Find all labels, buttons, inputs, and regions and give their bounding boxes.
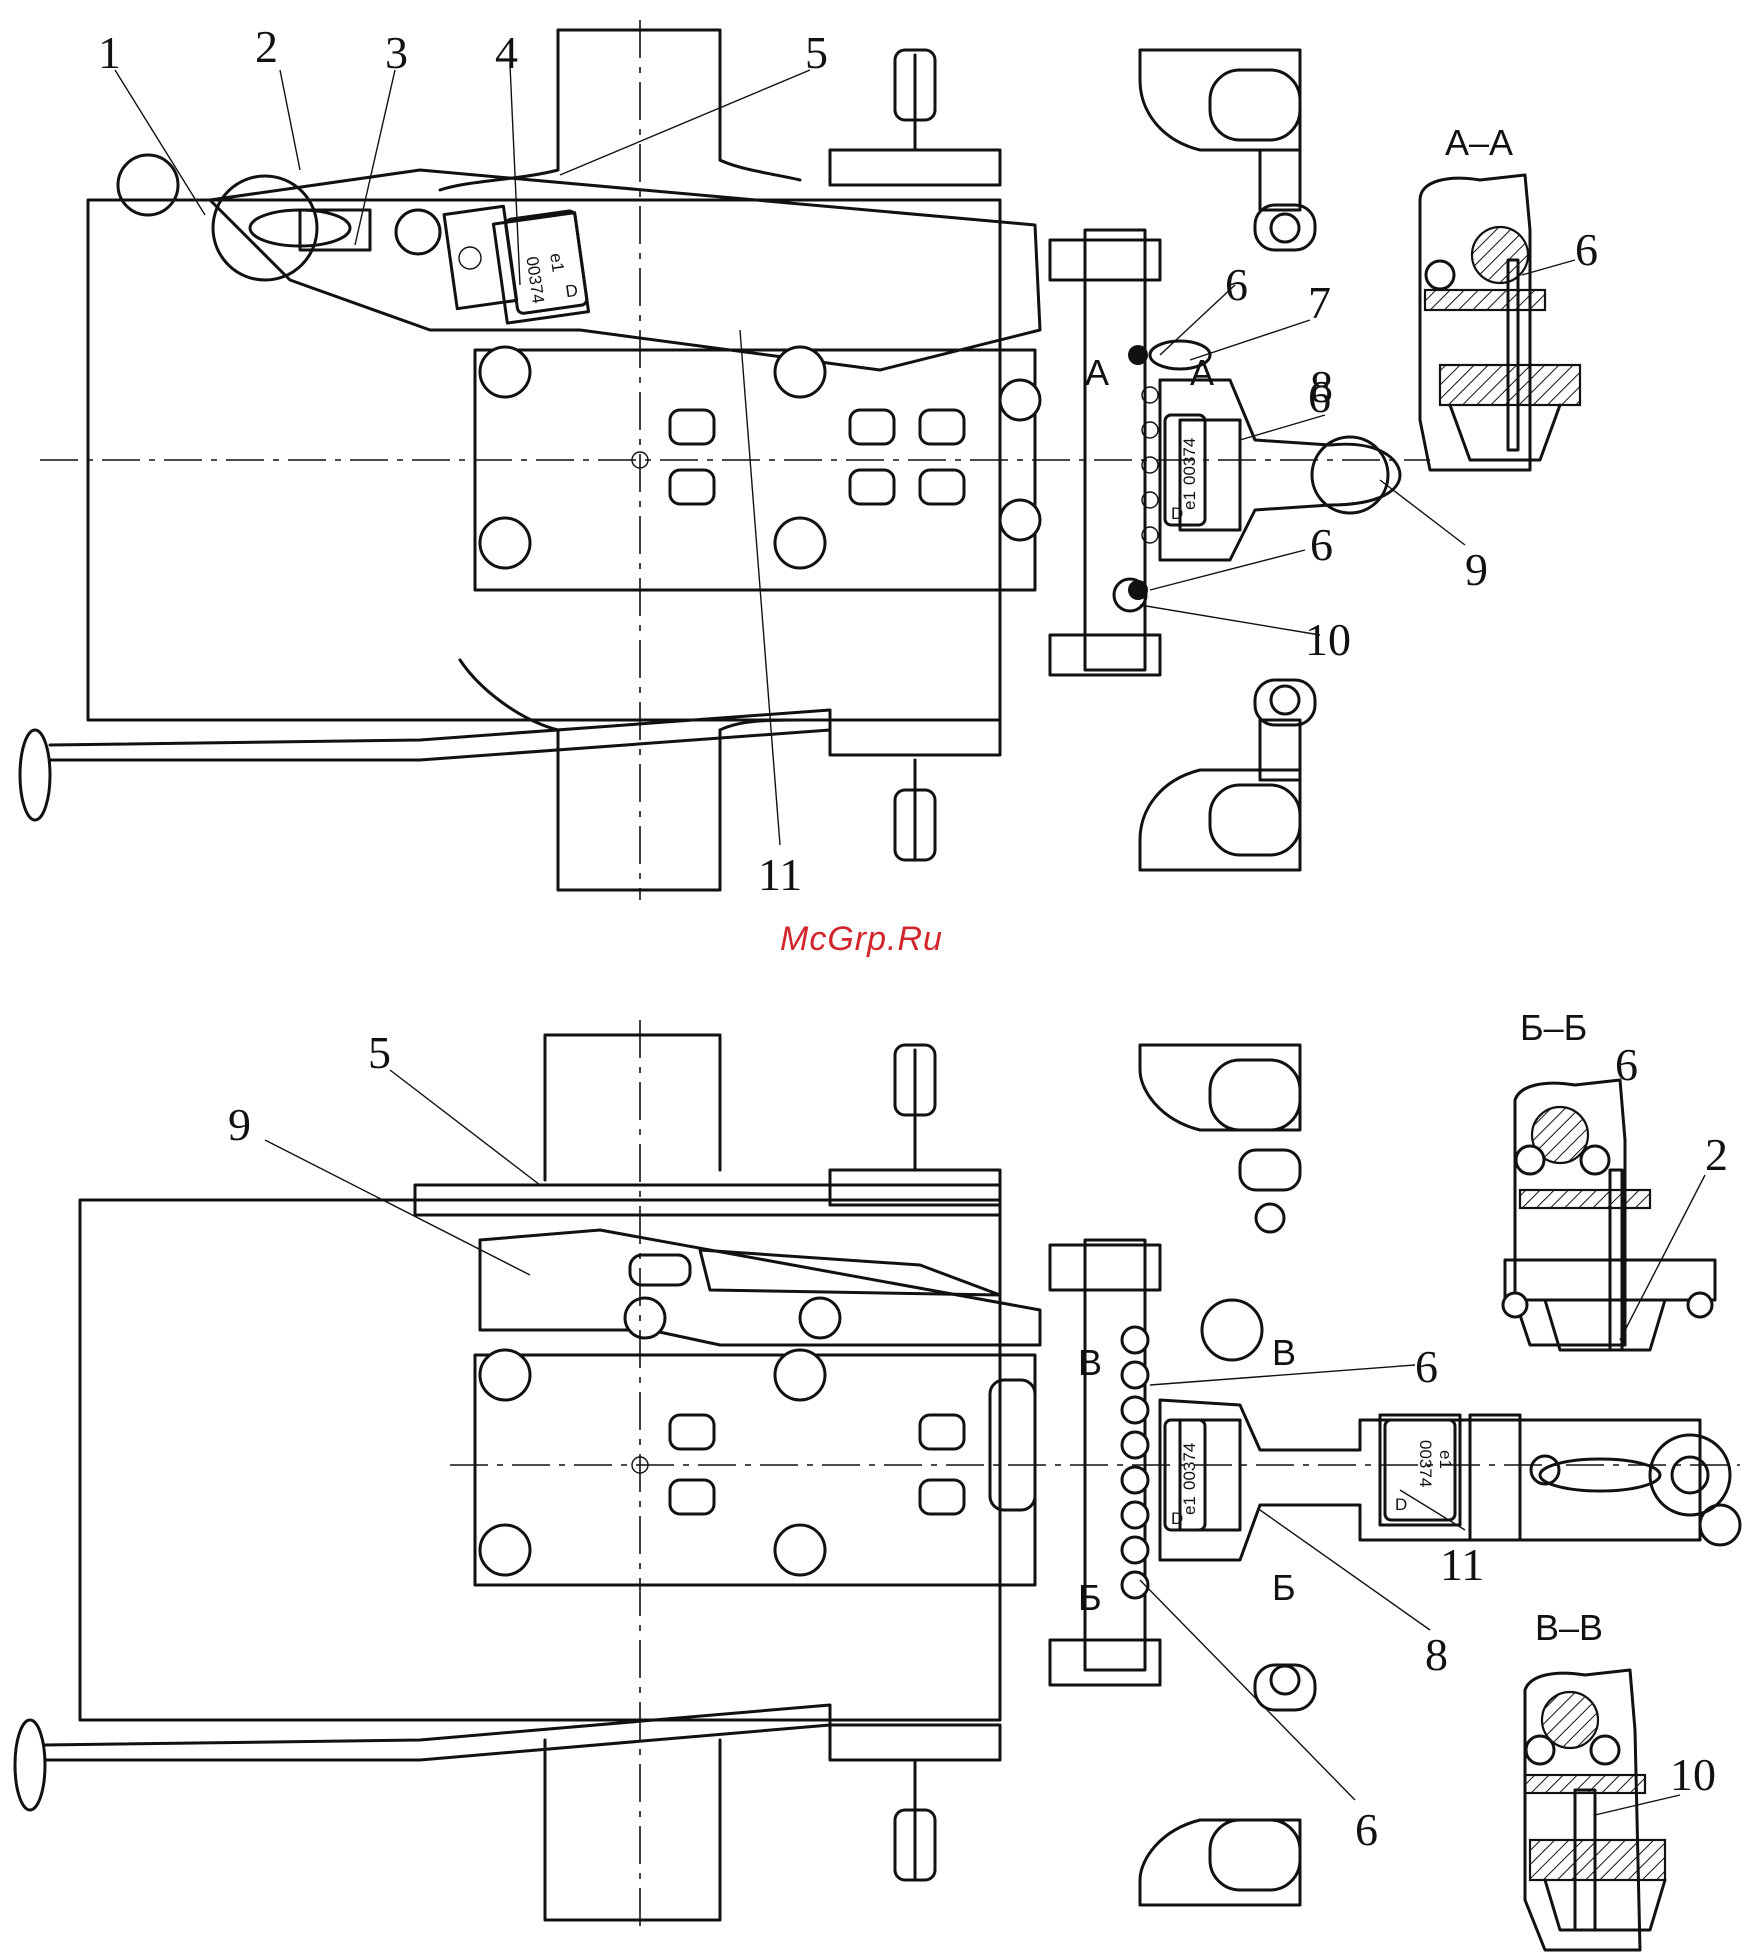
section-mark: В [1272, 1332, 1296, 1373]
callout: 2 [255, 21, 278, 72]
callout: 11 [1440, 1539, 1484, 1590]
callout: 6 [1225, 259, 1248, 310]
svg-text:e1: e1 [1180, 1496, 1199, 1515]
svg-text:e1: e1 [1180, 491, 1199, 510]
section-mark: Б [1272, 1567, 1296, 1608]
section-b-b [1503, 1080, 1715, 1350]
svg-text:00374: 00374 [522, 255, 547, 304]
callout: 11 [758, 849, 802, 900]
callout: 9 [1465, 544, 1488, 595]
callout: 10 [1670, 1749, 1716, 1800]
bottom-assembly-view [15, 1020, 1740, 1930]
svg-text:e1: e1 [546, 252, 567, 273]
callout: 6 [1355, 1804, 1378, 1855]
section-v-v [1525, 1670, 1680, 1950]
callout: 6 [1415, 1341, 1438, 1392]
callout: 5 [368, 1027, 391, 1078]
callout: 6 [1310, 519, 1333, 570]
top-assembly-view [20, 20, 1465, 900]
section-title: Б–Б [1520, 1007, 1587, 1048]
svg-text:D: D [564, 281, 579, 302]
bottom-callouts: 5 9 6 11 8 6 В В Б Б Б–Б 6 2 В–В 10 [228, 1007, 1728, 1855]
section-title: А–А [1445, 122, 1513, 163]
section-a-a [1420, 175, 1580, 470]
callout: 2 [1705, 1129, 1728, 1180]
section-mark: А [1085, 352, 1109, 393]
callout: 10 [1305, 614, 1351, 665]
plate-bottom-hitch: D e1 00374 [1165, 1420, 1205, 1530]
svg-text:00374: 00374 [1180, 438, 1199, 485]
callout: 1 [98, 27, 121, 78]
section-mark: В [1078, 1342, 1102, 1383]
section-title: В–В [1535, 1607, 1603, 1648]
watermark: McGrp.Ru [780, 920, 943, 958]
callout: 4 [495, 27, 518, 78]
section-mark: А [1190, 352, 1214, 393]
callout: 8 [1425, 1629, 1448, 1680]
svg-text:e1: e1 [1436, 1450, 1455, 1469]
callout: 9 [228, 1099, 251, 1150]
callout: 6 [1575, 224, 1598, 275]
callout: 3 [385, 27, 408, 78]
svg-text:00374: 00374 [1180, 1443, 1199, 1490]
section-mark: Б [1078, 1577, 1102, 1618]
svg-text:D: D [1395, 1495, 1407, 1514]
callout: 8 [1310, 361, 1333, 412]
callout: 7 [1308, 277, 1331, 328]
svg-text:00374: 00374 [1416, 1440, 1435, 1487]
plate-top-hitch: D e1 00374 [1165, 415, 1205, 525]
callout: 6 [1615, 1039, 1638, 1090]
callout: 5 [805, 27, 828, 78]
plate-bottom-drawbar: 00374 e1 D [1385, 1420, 1455, 1520]
